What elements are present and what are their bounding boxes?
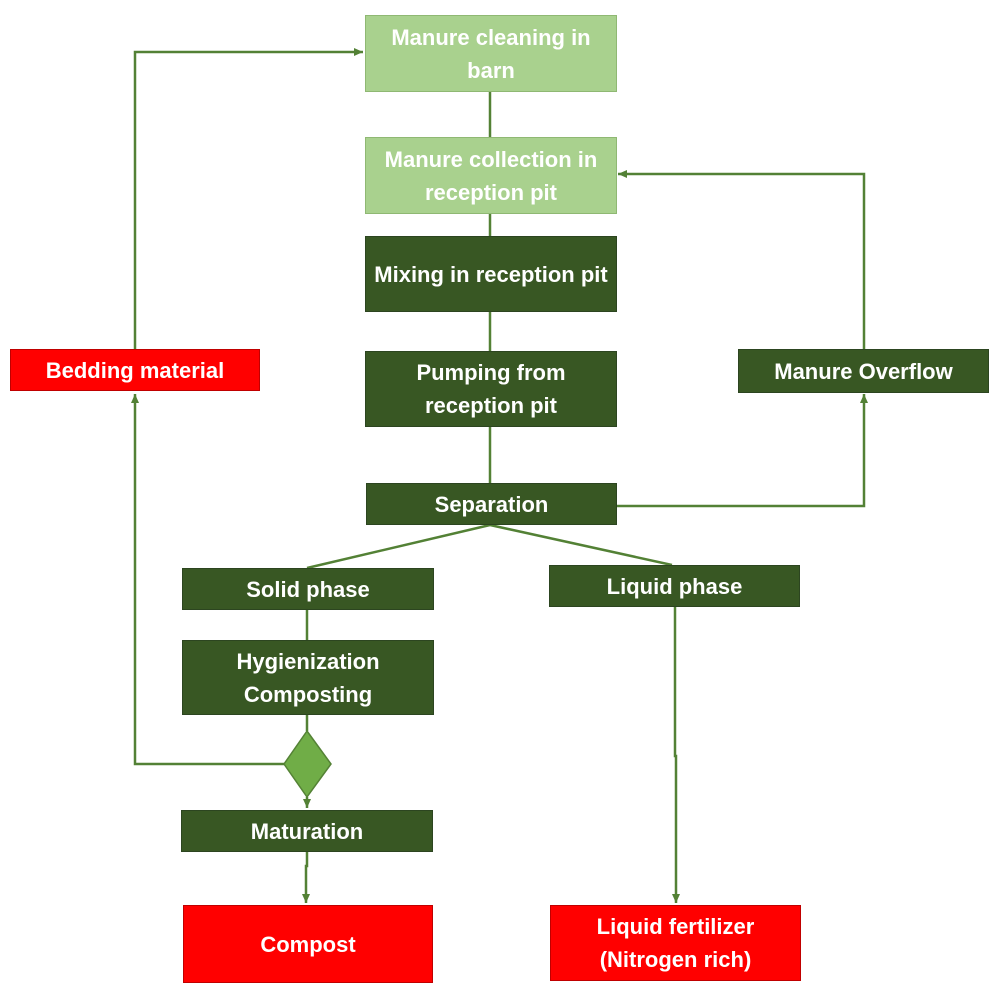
liquid-phase-box: Liquid phase [549,565,800,607]
connector-separation-to-overflow [617,394,868,508]
separation-box: Separation [366,483,617,525]
maturation-box: Maturation [181,810,433,852]
connector-liquid-to-fertilizer [672,607,680,903]
mixing-box: Mixing in reception pit [365,236,617,312]
compost-box: Compost [183,905,433,983]
manure-cleaning-box: Manure cleaning in barn [365,15,617,92]
liquid-fertilizer-box: Liquid fertilizer (Nitrogen rich) [550,905,801,981]
decision-diamond [283,729,332,799]
manure-overflow-box: Manure Overflow [738,349,989,393]
bedding-material-box: Bedding material [10,349,260,391]
connector-maturation-to-compost [302,852,310,903]
hygienization-composting-box: Hygienization Composting [182,640,434,715]
connector-bedding-to-cleaning [133,48,363,349]
connector-separation-to-solid [306,523,491,570]
solid-phase-box: Solid phase [182,568,434,610]
connector-separation-to-liquid [489,523,673,567]
pumping-box: Pumping from reception pit [365,351,617,427]
manure-collection-box: Manure collection in reception pit [365,137,617,214]
connector-decision-to-bedding [131,394,284,766]
connector-overflow-to-collection [618,170,866,351]
